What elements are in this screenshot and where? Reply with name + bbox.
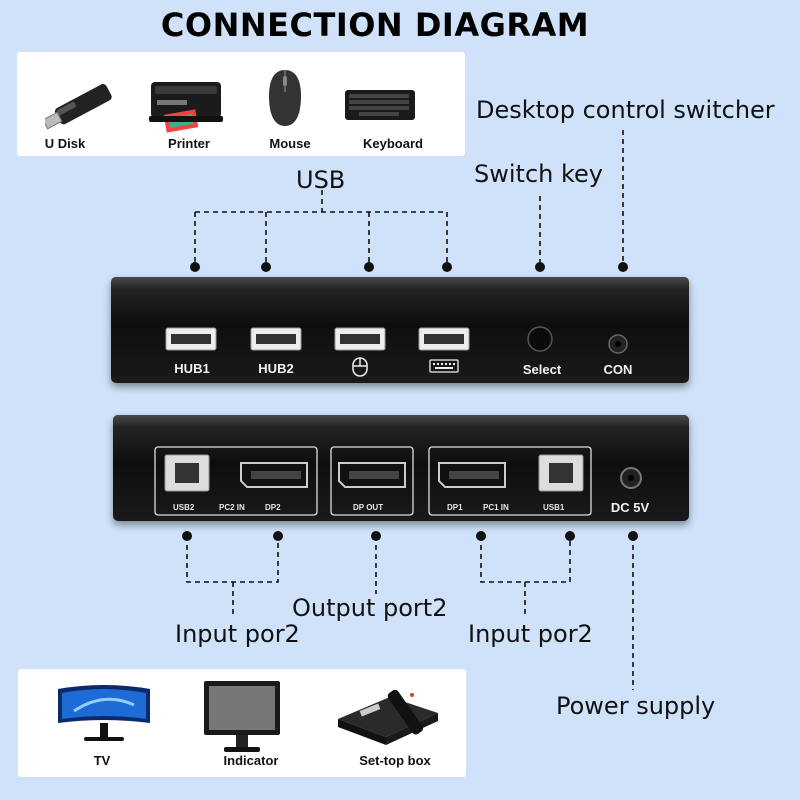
label-usb1: USB1 bbox=[543, 503, 565, 512]
label-usb2: USB2 bbox=[173, 503, 195, 512]
usb-devices-panel: U Disk Printer Mouse Keyboard bbox=[17, 52, 465, 156]
keyboard-icon bbox=[345, 90, 415, 120]
port-label-hub2: HUB2 bbox=[258, 361, 294, 376]
callout-output-port: Output port2 bbox=[292, 594, 448, 622]
usb-port bbox=[418, 327, 470, 351]
mouse-port-icon bbox=[352, 357, 368, 377]
callout-usb: USB bbox=[296, 166, 346, 194]
display-device-label: Indicator bbox=[223, 753, 279, 768]
usb-device-label: Printer bbox=[168, 136, 210, 151]
label-pc2-in: PC2 IN bbox=[219, 503, 245, 512]
select-button[interactable] bbox=[526, 325, 554, 353]
front-top-edge bbox=[111, 277, 689, 291]
port-label-hub1: HUB1 bbox=[174, 361, 210, 376]
callout-input-left: Input por2 bbox=[175, 620, 300, 648]
port-group-outlines bbox=[154, 446, 642, 516]
callout-input-right: Input por2 bbox=[468, 620, 593, 648]
display-device-label: Set-top box bbox=[359, 753, 431, 768]
usb-port bbox=[165, 327, 217, 351]
label-dp-out: DP OUT bbox=[353, 503, 384, 512]
mouse-icon bbox=[269, 70, 301, 126]
label-dp2: DP2 bbox=[265, 503, 281, 512]
settop-box-icon bbox=[338, 689, 438, 745]
monitor-icon bbox=[204, 681, 280, 752]
usb-device-label: Mouse bbox=[269, 136, 311, 151]
con-jack bbox=[608, 334, 628, 354]
usb-device-label: Keyboard bbox=[363, 136, 423, 151]
tv-icon bbox=[58, 685, 150, 741]
printer-icon bbox=[149, 82, 223, 133]
display-devices-panel: TV Indicator Set-top box bbox=[18, 669, 466, 777]
usb-device-label: U Disk bbox=[44, 136, 86, 151]
kvm-front-panel: HUB1 HUB2 Select CON bbox=[111, 277, 689, 383]
usb-port bbox=[250, 327, 302, 351]
callout-power-supply: Power supply bbox=[556, 692, 716, 720]
callout-desktop-control: Desktop control switcher bbox=[476, 96, 775, 124]
select-label: Select bbox=[522, 362, 562, 377]
callout-switch-key: Switch key bbox=[474, 160, 603, 188]
back-top-edge bbox=[113, 415, 689, 429]
display-device-label: TV bbox=[93, 753, 111, 768]
keyboard-port-icon bbox=[429, 359, 459, 373]
con-label: CON bbox=[603, 362, 633, 377]
kvm-back-panel: USB2 PC2 IN DP2 DP OUT DP1 PC1 IN USB1 D… bbox=[113, 415, 689, 521]
usb-stick-icon bbox=[45, 84, 112, 130]
label-pc1-in: PC1 IN bbox=[483, 503, 509, 512]
diagram-title: CONNECTION DIAGRAM bbox=[160, 6, 590, 44]
usb-port bbox=[334, 327, 386, 351]
label-dp1: DP1 bbox=[447, 503, 463, 512]
label-dc-5v: DC 5V bbox=[610, 500, 650, 515]
